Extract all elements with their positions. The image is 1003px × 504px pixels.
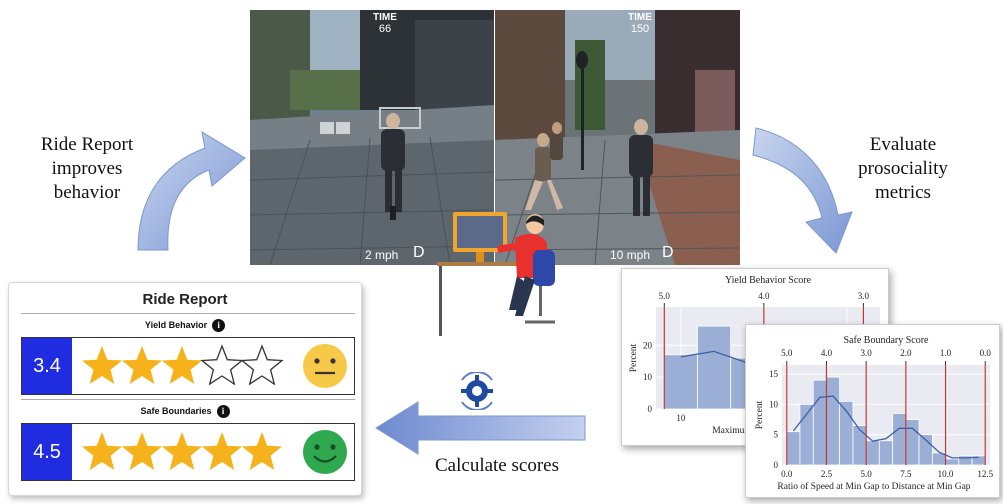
top-tick-label: 2.0: [900, 348, 912, 358]
x-tick-label: 2.5: [821, 469, 833, 479]
top-tick-label: 5.0: [781, 348, 793, 358]
chart-title: Yield Behavior Score: [725, 275, 812, 286]
x-tick-label: 10: [676, 413, 686, 423]
top-tick-label: 3.0: [861, 348, 873, 358]
speed-right: 10 mph: [610, 248, 651, 262]
top-tick-label: 4.0: [821, 348, 833, 358]
yield-behavior-score: 3.4: [22, 338, 72, 394]
calculate-scores-label: Calculate scores: [435, 455, 559, 476]
time-value-right: 150: [630, 23, 650, 35]
gear-left: D: [413, 244, 425, 261]
histogram-bar: [945, 458, 960, 466]
star-empty-icon: [240, 344, 284, 386]
gear-process-icon: [461, 372, 493, 410]
histogram-bar: [697, 325, 732, 410]
time-value-left: 66: [378, 23, 392, 35]
histogram-bar: [812, 379, 827, 466]
ride-report-improves-label: Ride Report improves behavior: [40, 134, 134, 203]
safe-boundary-histogram-svg: 5.0 4.0 3.0 2.0 1.0 0.0 Safe Boundary Score 0 5 1…: [755, 335, 994, 492]
curved-arrow-right: [752, 127, 853, 254]
star-filled-icon: [82, 346, 122, 384]
safe-boundaries-stars: [82, 432, 282, 470]
x-tick-label: 0.0: [781, 469, 793, 479]
star-empty-icon: [200, 344, 244, 386]
yield-behavior-stars: [82, 344, 284, 386]
safe-boundaries-row: 4.5: [21, 423, 355, 481]
evaluate-metrics-label: Evaluate prosociality metrics: [858, 134, 948, 203]
y-tick-label: 10: [643, 372, 653, 382]
safe-boundaries-score: 4.5: [22, 424, 72, 480]
top-tick-label: 4.0: [758, 291, 770, 301]
star-filled-icon: [162, 432, 202, 470]
histogram-bar: [826, 376, 841, 466]
star-filled-icon: [162, 346, 202, 384]
y-tick-label: 15: [769, 369, 779, 379]
histogram-bar: [852, 425, 867, 466]
top-tick-label: 3.0: [858, 291, 870, 301]
x-tick-label: 10.0: [938, 469, 954, 479]
histogram-bar: [892, 413, 907, 466]
info-icon[interactable]: i: [212, 319, 226, 332]
histogram-bar: [786, 431, 801, 466]
star-filled-icon: [202, 432, 242, 470]
time-label-right: TIME: [628, 12, 652, 23]
x-axis-label: Maximum: [712, 426, 752, 436]
speed-left: 2 mph: [365, 248, 399, 262]
chart-title: Safe Boundary Score: [844, 335, 930, 346]
histogram-bar: [663, 354, 698, 410]
divider: [21, 313, 355, 314]
kde-curve: [792, 395, 979, 459]
x-tick-label: 5.0: [861, 469, 873, 479]
neutral-face-icon: [303, 344, 347, 388]
histogram-bar: [905, 419, 920, 466]
star-filled-icon: [242, 432, 282, 470]
divider: [21, 399, 355, 400]
histogram-bar: [878, 440, 894, 466]
safe-boundary-histogram: 5.0 4.0 3.0 2.0 1.0 0.0 Safe Boundary Score 0 5 1…: [745, 324, 1000, 498]
histogram-bar: [865, 440, 880, 466]
x-tick-label: 12.5: [977, 469, 993, 479]
top-tick-label: 0.0: [980, 348, 992, 358]
left-arrow: [375, 401, 586, 455]
y-axis-label: Percent: [629, 343, 639, 372]
star-filled-icon: [82, 432, 122, 470]
ride-report-title: Ride Report: [142, 291, 228, 308]
star-filled-icon: [122, 346, 162, 384]
x-tick-label: 7.5: [900, 469, 912, 479]
yield-behavior-row: 3.4: [21, 337, 355, 395]
top-tick-label: 1.0: [940, 348, 952, 358]
y-tick-label: 20: [643, 340, 653, 350]
y-axis-label: Percent: [755, 400, 765, 429]
y-tick-label: 0: [648, 404, 653, 414]
info-icon[interactable]: i: [216, 405, 230, 418]
gear-right: D: [662, 244, 674, 261]
y-tick-label: 5: [774, 430, 779, 440]
smiley-face-icon: [303, 430, 347, 474]
star-filled-icon: [122, 432, 162, 470]
game-screenshot-left: TIME 66 2 mph D: [250, 10, 494, 265]
time-label-left: TIME: [373, 12, 397, 23]
curved-arrow-left: [137, 130, 246, 251]
x-axis-label: Ratio of Speed at Min Gap to Distance at…: [777, 481, 970, 492]
top-tick-label: 5.0: [659, 291, 671, 301]
y-tick-label: 0: [774, 460, 779, 470]
y-tick-label: 10: [769, 399, 779, 409]
street-scene-left: [250, 10, 494, 265]
person-at-computer-illustration: [437, 212, 555, 336]
